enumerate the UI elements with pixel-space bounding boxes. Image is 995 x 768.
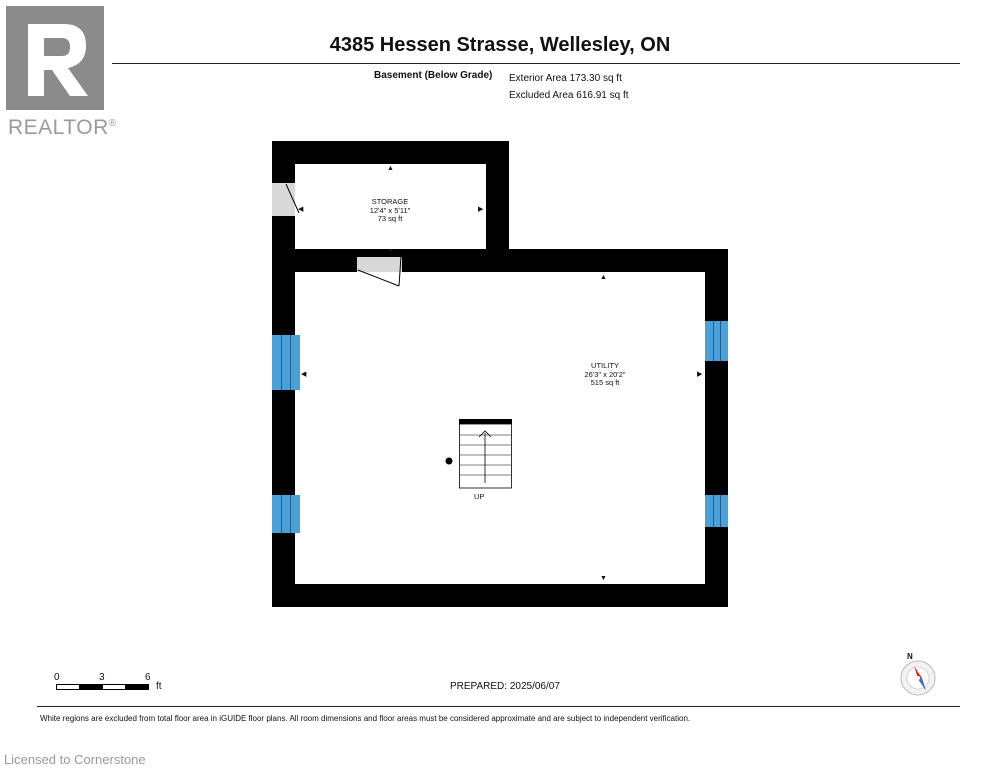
realtor-logo-mark bbox=[6, 6, 104, 110]
license-text: Licensed to Cornerstone bbox=[4, 752, 146, 767]
exterior-area: Exterior Area 173.30 sq ft bbox=[509, 73, 622, 84]
window-east-upper bbox=[705, 321, 728, 361]
scale-unit: ft bbox=[156, 681, 162, 692]
area-summary: Exterior Area 173.30 sq ft Excluded Area… bbox=[509, 70, 629, 104]
storage-area: 73 sq ft bbox=[377, 214, 403, 223]
title-rule bbox=[112, 63, 960, 64]
storage-dim-arrow-top: ▲ bbox=[387, 165, 394, 172]
utility-dim-arrow-left: ◀ bbox=[301, 371, 307, 378]
realtor-logo-text: REALTOR® bbox=[8, 116, 117, 139]
storage-door-swing bbox=[285, 183, 300, 214]
page-title: 4385 Hessen Strasse, Wellesley, ON bbox=[329, 34, 671, 56]
storage-dims: 12'4" x 5'11" bbox=[369, 205, 411, 215]
storage-label: STORAGE 12'4" x 5'11" 73 sq ft bbox=[340, 197, 440, 224]
storage-utility-door-swing bbox=[357, 256, 402, 287]
stairs-icon bbox=[445, 419, 512, 489]
scale-tick-0: 0 bbox=[54, 672, 60, 683]
window-west-upper bbox=[272, 335, 300, 390]
level-label: Basement (Below Grade) bbox=[374, 70, 493, 81]
footer-rule bbox=[37, 706, 960, 707]
disclaimer: White regions are excluded from total fl… bbox=[40, 714, 691, 723]
prepared-date: PREPARED: 2025/06/07 bbox=[450, 681, 560, 692]
window-west-lower bbox=[272, 495, 300, 533]
storage-utility-door bbox=[357, 257, 402, 272]
utility-dim-arrow-bottom: ▼ bbox=[600, 575, 607, 582]
excluded-area: Excluded Area 616.91 sq ft bbox=[509, 90, 629, 101]
scale-tick-6: 6 bbox=[145, 672, 151, 683]
scale-bar-graphic bbox=[56, 684, 149, 690]
storage-name: STORAGE bbox=[371, 197, 409, 206]
utility-area: 515 sq ft bbox=[590, 378, 620, 387]
utility-dim-arrow-top: ▲ bbox=[600, 274, 607, 281]
scale-tick-3: 3 bbox=[99, 672, 105, 683]
utility-dim-arrow-right: ▶ bbox=[697, 371, 703, 378]
utility-dims: 26'3" x 20'2" bbox=[584, 369, 626, 379]
utility-name: UTILITY bbox=[591, 361, 619, 370]
compass-icon: N bbox=[898, 652, 938, 696]
compass-north-label: N bbox=[907, 652, 913, 661]
storage-dim-arrow-bottom: ▼ bbox=[387, 248, 394, 255]
storage-dim-arrow-left: ◀ bbox=[298, 206, 304, 213]
window-east-lower bbox=[705, 495, 728, 527]
stairs-label: UP bbox=[474, 492, 485, 501]
storage-dim-arrow-right: ▶ bbox=[478, 206, 484, 213]
realtor-logo: REALTOR® bbox=[6, 6, 116, 139]
utility-label: UTILITY 26'3" x 20'2" 515 sq ft bbox=[555, 361, 655, 388]
